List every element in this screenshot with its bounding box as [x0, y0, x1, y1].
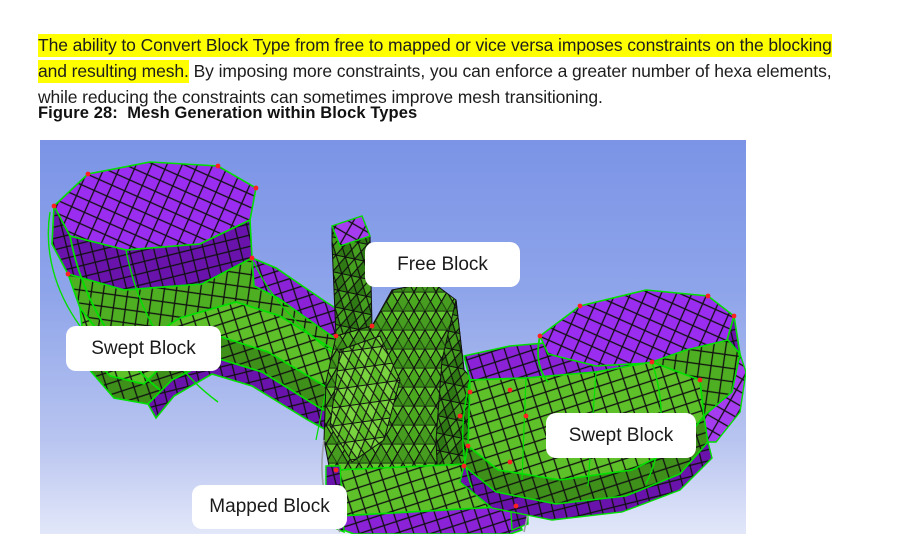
right-swept-arm [459, 289, 746, 521]
free-block-fin-cap [331, 215, 371, 247]
right-arm-curve-c [521, 377, 527, 481]
figure-caption: Figure 28: Mesh Generation within Block … [38, 104, 418, 122]
callout-swept-block-left: Swept Block [66, 326, 221, 371]
right-end-purple-wrap [703, 351, 746, 443]
callout-mapped-block: Mapped Block [192, 485, 347, 529]
free-block-light-facet [329, 335, 401, 463]
callout-swept-block-left-label: Swept Block [91, 337, 196, 359]
callout-free-block: Free Block [365, 242, 520, 287]
paragraph-remainder: By imposing more constraints, you can en… [38, 60, 832, 107]
callout-free-block-label: Free Block [397, 253, 488, 275]
right-arm-bottom-purple [459, 440, 713, 521]
callout-mapped-block-label: Mapped Block [209, 496, 330, 517]
mesh-vertices [51, 163, 737, 519]
callout-swept-block-right-label: Swept Block [568, 424, 674, 446]
body-paragraph: The ability to Convert Block Type from f… [38, 32, 863, 110]
right-arm-curve-a [537, 335, 549, 383]
left-arm-curve-a [69, 235, 161, 391]
callout-swept-block-right: Swept Block [546, 413, 696, 458]
right-arm-curve-e [462, 379, 473, 489]
left-cap-outline-curve [47, 211, 81, 327]
